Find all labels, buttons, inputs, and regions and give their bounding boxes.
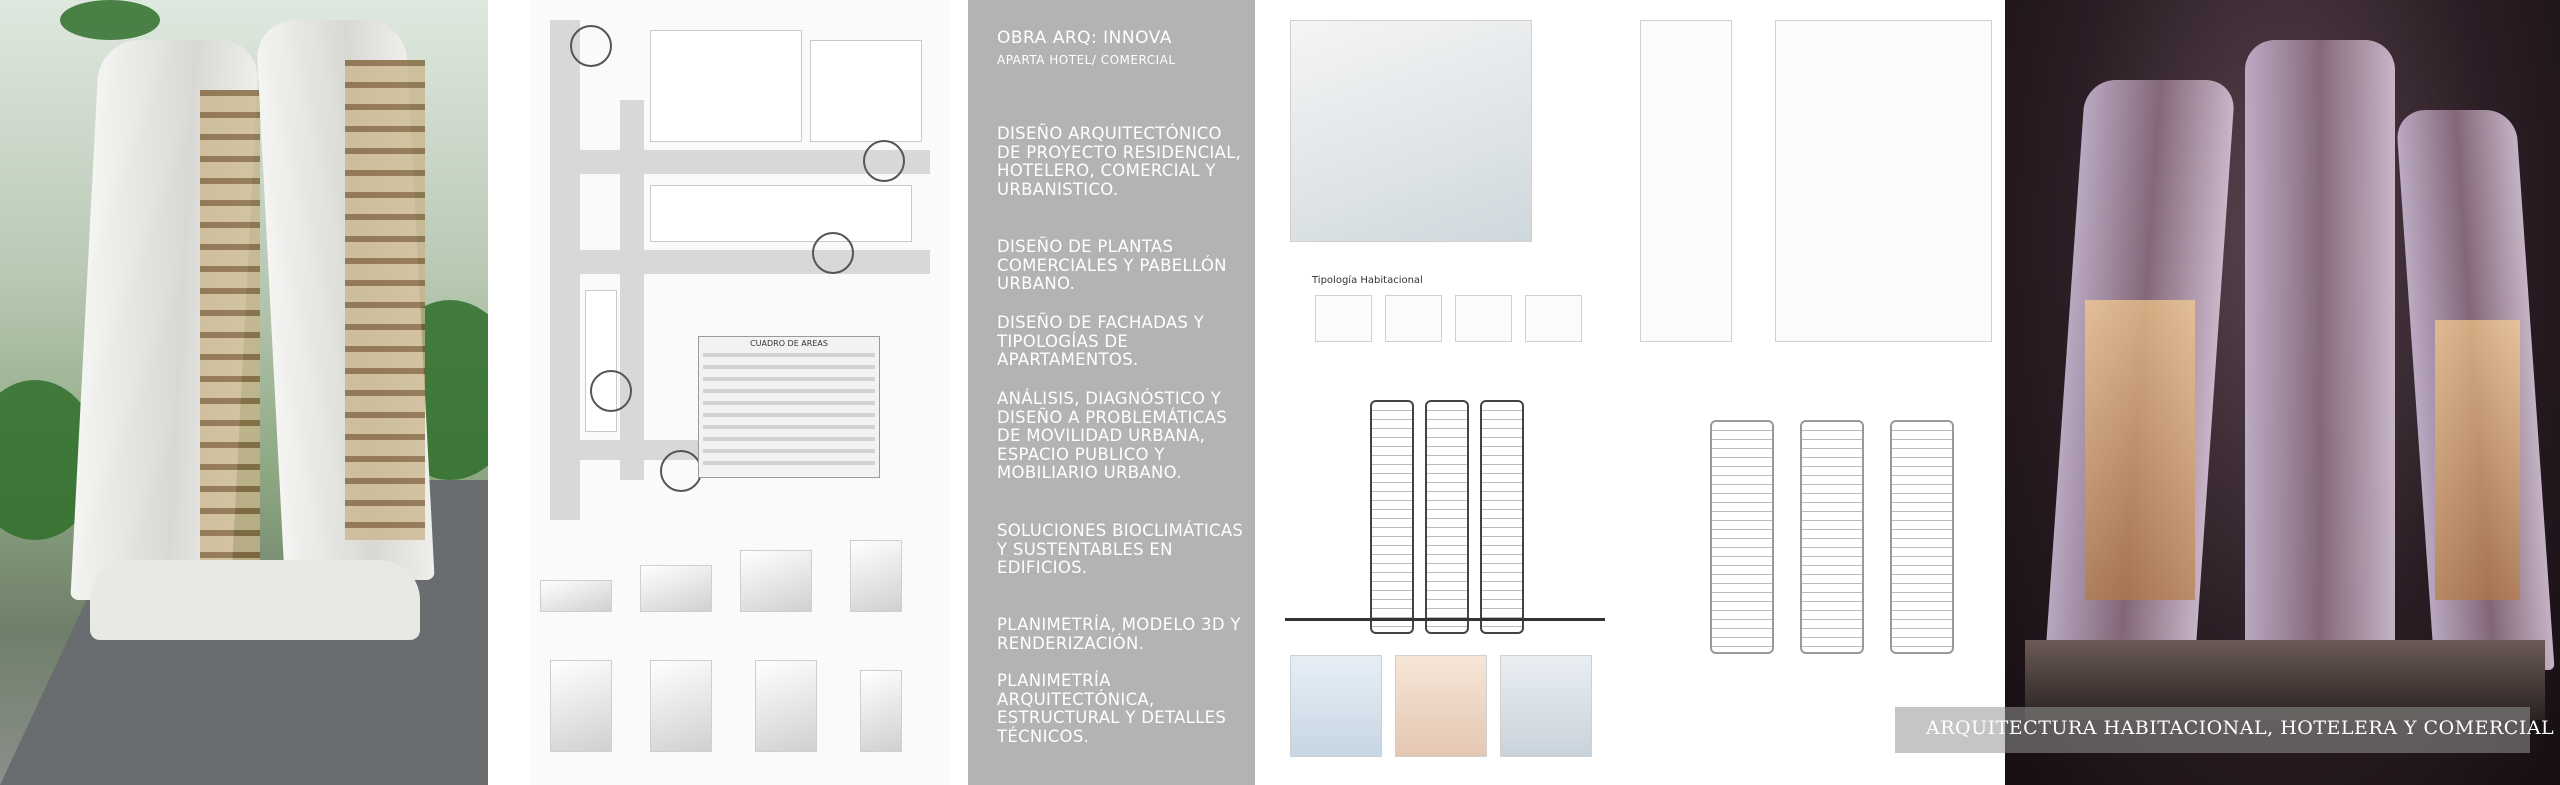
caption-box: [1895, 707, 2530, 753]
scope-item: DISEÑO DE FACHADAS Y TIPOLOGÍAS DE APART…: [997, 313, 1205, 369]
massing-diagram: [740, 550, 812, 612]
massing-diagram: [650, 660, 712, 752]
city-block: [650, 185, 912, 242]
typology-label: Tipología Habitacional: [1312, 275, 1423, 286]
night-tower-center: [2245, 40, 2395, 670]
day-rendering: [0, 0, 488, 785]
lit-windows: [2085, 300, 2195, 600]
tower-right-balconies: [345, 60, 425, 540]
node-marker: [660, 450, 702, 492]
unit-plan: [1525, 295, 1582, 342]
typology-axonometric: [1290, 20, 1532, 242]
scope-item: DISEÑO DE PLANTAS COMERCIALES Y PABELLÓN…: [997, 237, 1227, 293]
node-marker: [590, 370, 632, 412]
elevation-tower: [1800, 420, 1864, 654]
section-tower: [1480, 400, 1524, 634]
bioclimatic-diagram: [1290, 655, 1382, 757]
section-tower: [1370, 400, 1414, 634]
tower-left-balconies: [200, 90, 260, 560]
unit-plan: [1455, 295, 1512, 342]
bioclimatic-diagram: [1395, 655, 1487, 757]
table-row: [703, 413, 875, 417]
street: [550, 250, 930, 274]
scope-item: DISEÑO ARQUITECTÓNICO DE PROYECTO RESIDE…: [997, 124, 1242, 199]
facade-detail: [1640, 20, 1732, 342]
node-marker: [812, 232, 854, 274]
table-row: [703, 437, 875, 441]
caption-text: ARQUITECTURA HABITACIONAL, HOTELERA Y CO…: [1926, 717, 2555, 739]
scope-item: PLANIMETRÍA, MODELO 3D Y RENDERIZACIÓN.: [997, 615, 1241, 653]
night-rendering: [2005, 0, 2560, 785]
lit-windows: [2435, 320, 2520, 600]
podium: [90, 560, 420, 640]
table-row: [703, 353, 875, 357]
unit-plan: [1385, 295, 1442, 342]
scope-item: PLANIMETRÍA ARQUITECTÓNICA, ESTRUCTURAL …: [997, 671, 1227, 746]
section-tower: [1425, 400, 1469, 634]
massing-diagram: [640, 565, 712, 612]
project-title: OBRA ARQ: INNOVA: [997, 28, 1172, 48]
node-marker: [570, 25, 612, 67]
tree-cluster: [60, 0, 160, 40]
city-block: [650, 30, 802, 142]
table-row: [703, 377, 875, 381]
city-block: [810, 40, 922, 142]
areas-table: CUADRO DE AREAS: [698, 336, 880, 478]
urban-plan: CUADRO DE AREAS: [530, 0, 950, 785]
massing-diagram: [540, 580, 612, 612]
unit-plan: [1315, 295, 1372, 342]
elevation-tower: [1710, 420, 1774, 654]
massing-diagram: [850, 540, 902, 612]
bioclimatic-diagram: [1500, 655, 1592, 757]
ground-line: [1285, 618, 1605, 621]
table-row: [703, 425, 875, 429]
massing-diagram: [755, 660, 817, 752]
scope-item: ANÁLISIS, DIAGNÓSTICO Y DISEÑO A PROBLEM…: [997, 389, 1227, 482]
scope-item: SOLUCIONES BIOCLIMÁTICAS Y SUSTENTABLES …: [997, 521, 1244, 577]
table-row: [703, 449, 875, 453]
info-panel: OBRA ARQ: INNOVA APARTA HOTEL/ COMERCIAL…: [968, 0, 1255, 785]
street: [620, 100, 644, 480]
sections-panel: Tipología Habitacional: [1255, 0, 2005, 785]
night-podium: [2025, 640, 2545, 720]
massing-diagram: [860, 670, 902, 752]
table-row: [703, 365, 875, 369]
project-subtitle: APARTA HOTEL/ COMERCIAL: [997, 53, 1176, 67]
elevation-tower: [1890, 420, 1954, 654]
wall-section: [1775, 20, 1992, 342]
table-row: [703, 461, 875, 465]
table-row: [703, 389, 875, 393]
massing-diagram: [550, 660, 612, 752]
areas-table-title: CUADRO DE AREAS: [750, 339, 828, 348]
node-marker: [863, 140, 905, 182]
table-row: [703, 401, 875, 405]
